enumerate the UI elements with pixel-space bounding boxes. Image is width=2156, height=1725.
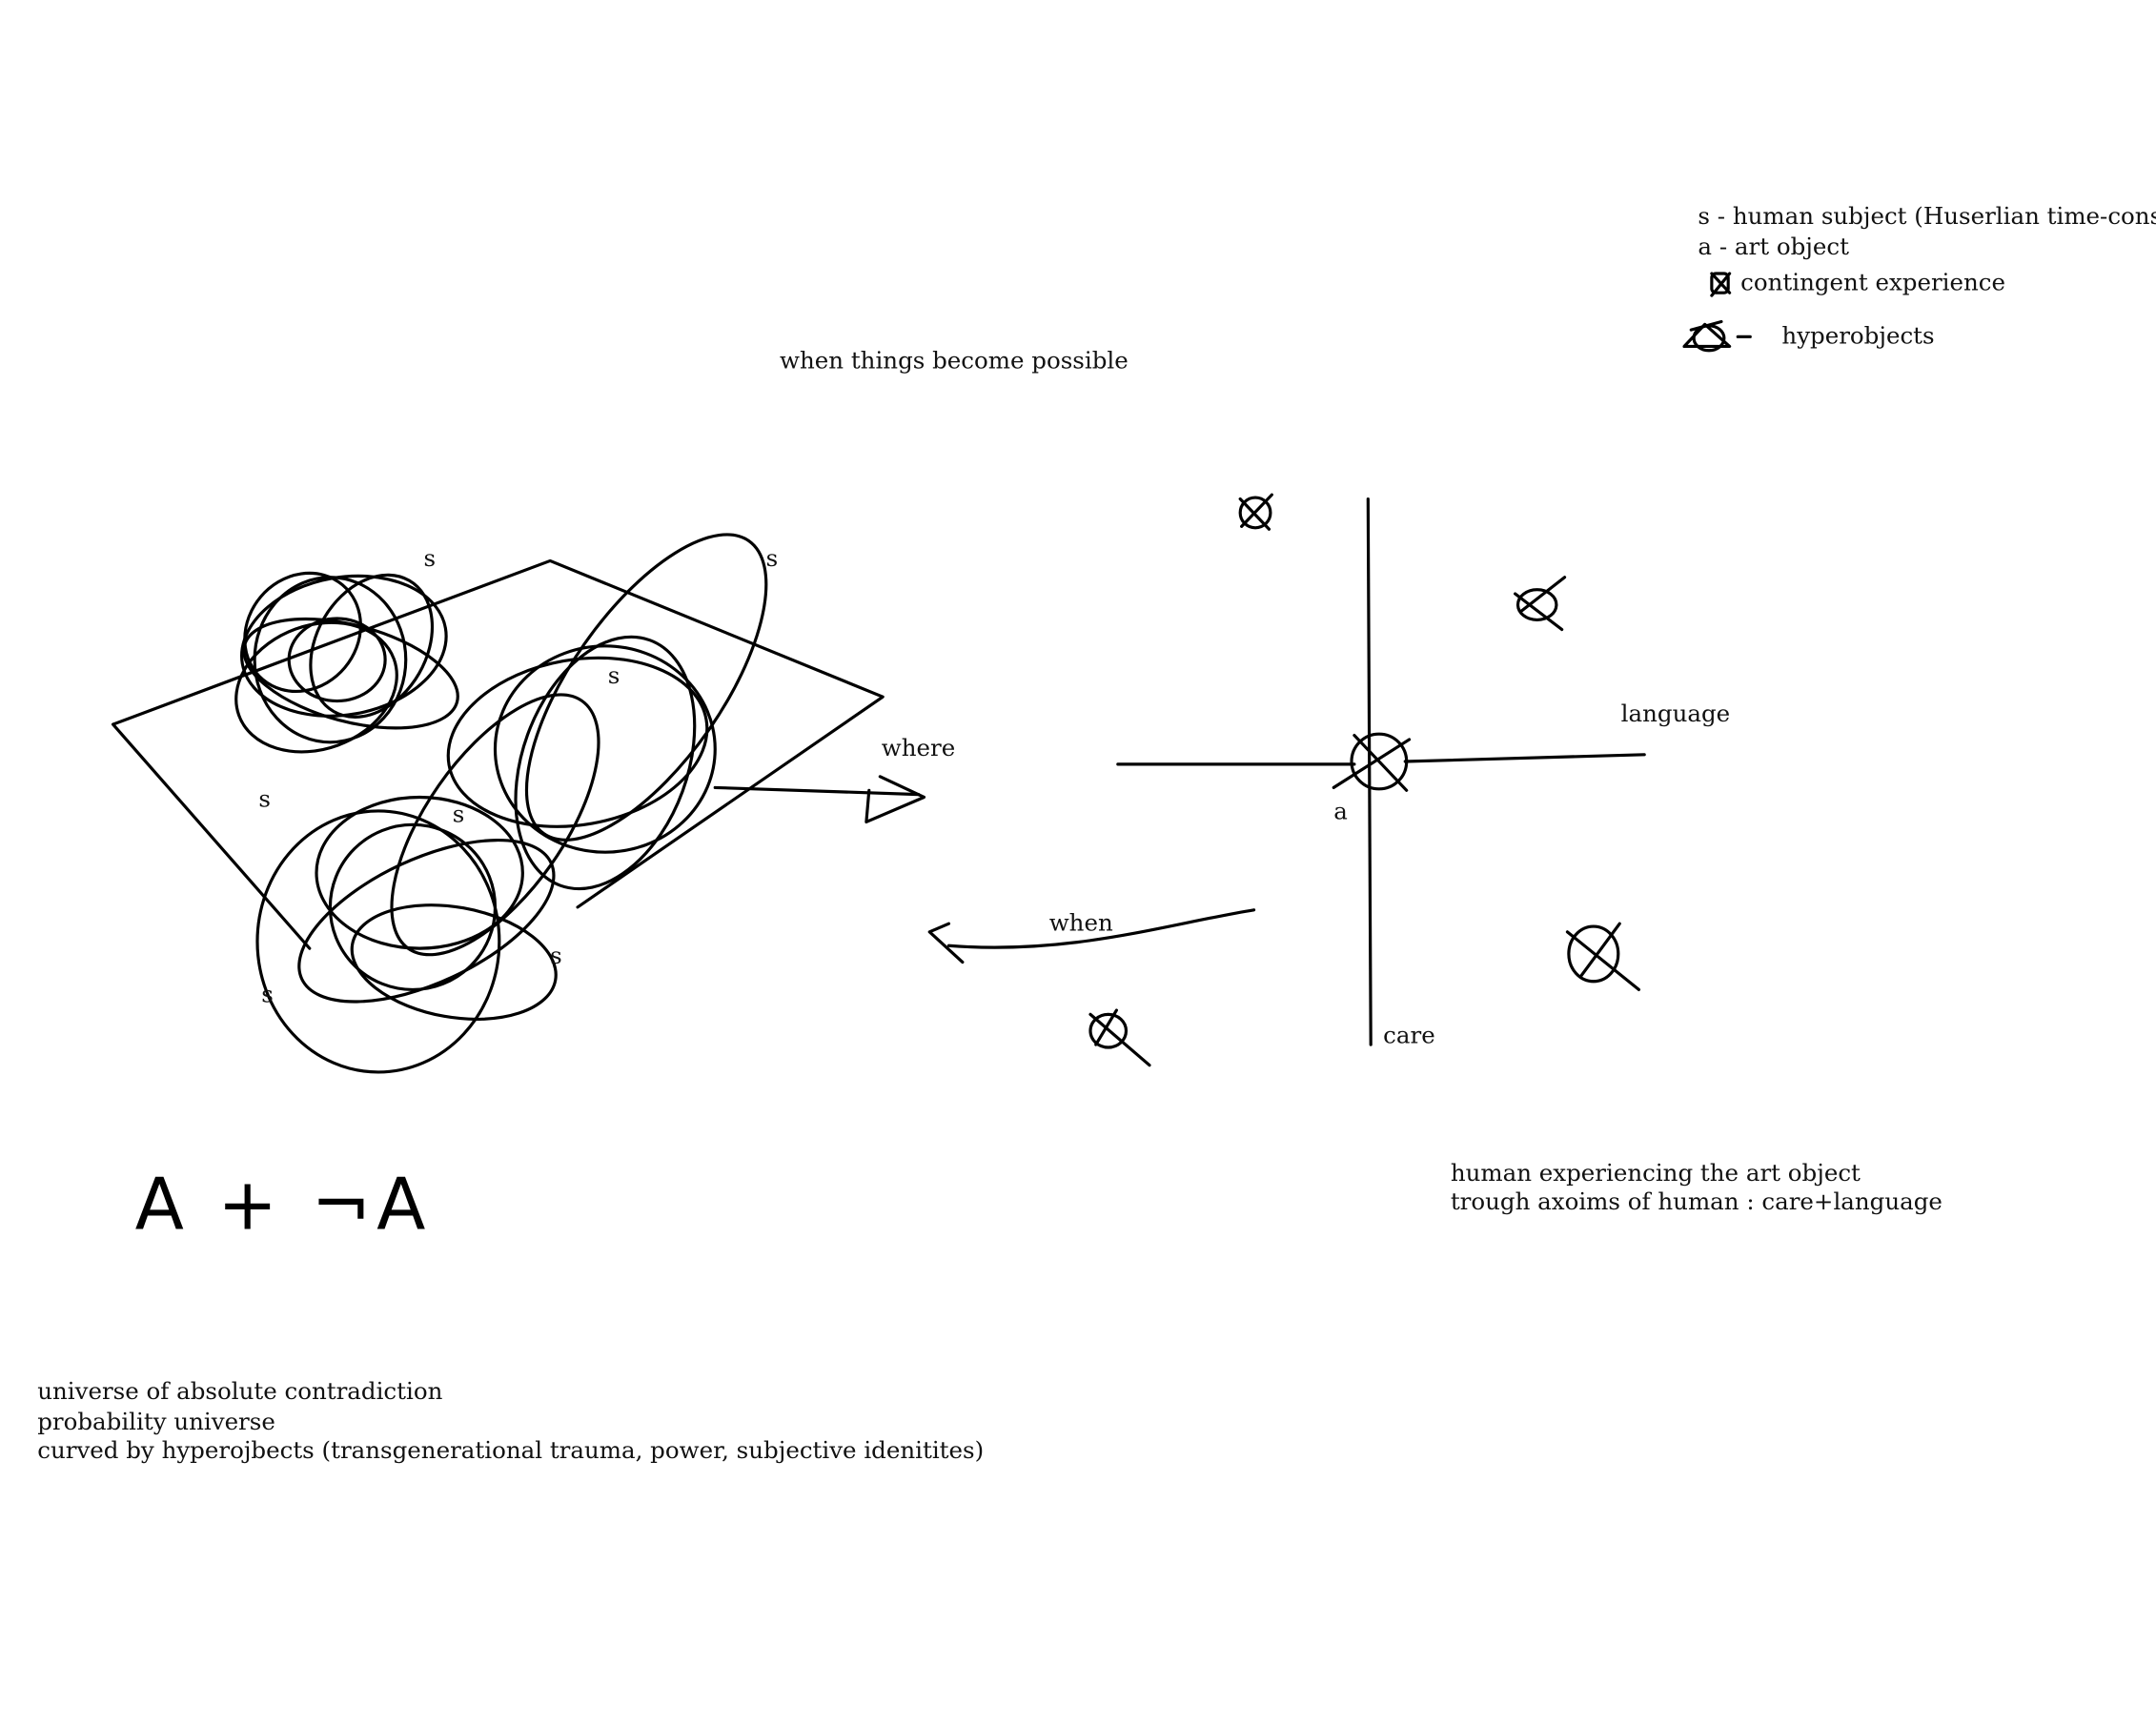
language-axis [1116,753,1646,766]
contingent-experience-marker [1238,493,1273,531]
hyperobject-icon [1682,319,1752,353]
where-label: where [882,734,955,761]
probability-universe-sketch [111,533,926,1074]
contingent-experience-marker [1514,576,1567,632]
formula-text: A + ¬A [135,1162,432,1246]
legend-hyperobjects: hyperobjects [1781,322,1934,350]
contingent-experience-icon [1710,272,1732,297]
when-label: when [1049,908,1113,936]
subject-label: s [766,544,779,572]
caption-line: curved by hyperojbects (transgenerationa… [37,1436,984,1464]
contingent-experience-marker [1088,1008,1151,1067]
where-arrow [713,785,921,797]
when-arrow [946,908,1256,949]
when-arrowhead [927,922,965,964]
legend-contingent: contingent experience [1740,268,2005,295]
art-object-label: a [1333,798,1348,825]
caption-line: human experiencing the art object [1451,1159,1861,1187]
axes [927,493,1646,1067]
legend-art-object: a - art object [1698,233,1849,260]
legend-subject: s - human subject (Huserlian time-consci… [1698,202,2156,230]
universe-plane [111,558,885,950]
care-axis-label: care [1383,1022,1435,1049]
subject-label: s [550,942,562,969]
care-axis [1366,497,1373,1046]
subject-label: s [608,661,620,689]
where-arrowhead [864,775,926,824]
language-axis-label: language [1621,700,1730,727]
subject-label: s [423,544,436,572]
caption-line: trough axoims of human : care+language [1451,1187,1942,1215]
subject-label: s [261,980,274,1007]
contingent-experience-marker [1565,922,1641,991]
subject-label: s [453,800,465,827]
legend: s - human subject (Huserlian time-consci… [1682,202,2156,353]
caption-line: probability universe [37,1408,275,1435]
left-diagram-title: when things become possible [780,347,1129,375]
caption-line: universe of absolute contradiction [37,1377,442,1405]
subject-scribbles [234,533,768,1074]
subject-labels: s s s s s s s [258,544,778,1007]
left-caption: universe of absolute contradiction proba… [37,1377,984,1464]
right-caption: human experiencing the art object trough… [1451,1159,1942,1215]
art-object-icon [1332,732,1412,792]
subject-label: s [258,785,271,813]
